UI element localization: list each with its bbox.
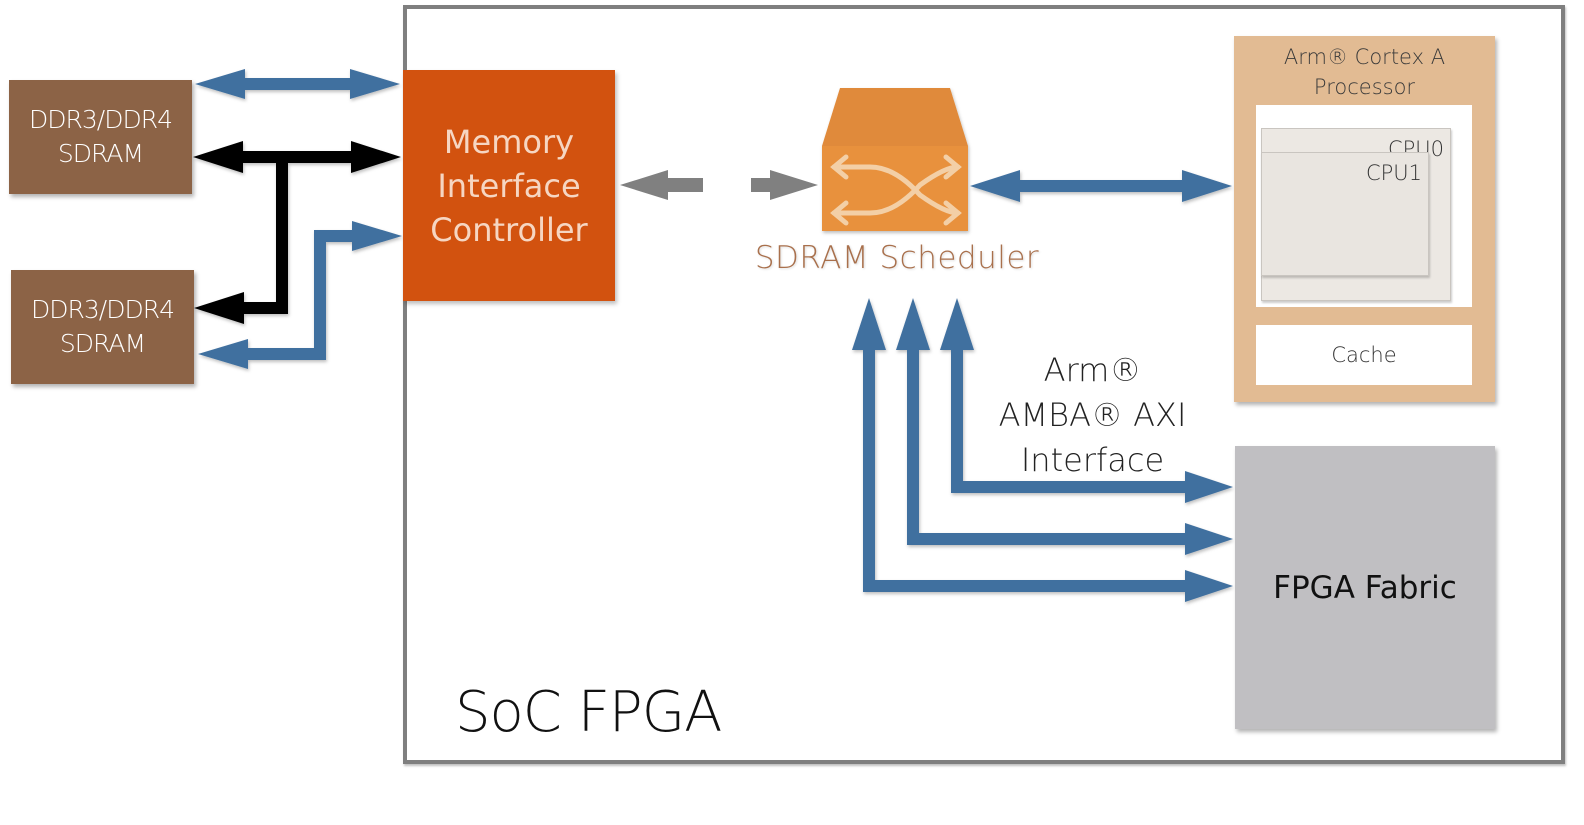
sdram-scheduler-icon xyxy=(822,88,968,231)
sdram1-controller-arrow xyxy=(195,69,400,99)
scheduler-processor-arrow xyxy=(970,170,1232,202)
sdram-label: SDRAM xyxy=(57,139,144,168)
fpga-fabric-label: FPGA Fabric xyxy=(1273,569,1457,606)
sdram-type-label: DDR3/DDR4 xyxy=(29,105,173,134)
axi-label-line: Interface xyxy=(1020,441,1165,479)
axi-arrow-2 xyxy=(896,298,1233,555)
controller-label-line: Interface xyxy=(437,166,581,205)
cpu-area: CPU0 CPU1 xyxy=(1256,105,1472,307)
axi-interface-label: Arm® AMBA® AXI Interface xyxy=(985,348,1200,483)
sdram-module-2: DDR3/DDR4 SDRAM xyxy=(11,270,194,384)
sdram-module-1: DDR3/DDR4 SDRAM xyxy=(9,80,192,194)
axi-label-line: Arm® xyxy=(1043,351,1142,389)
axi-arrow-3 xyxy=(940,298,1233,503)
cpu1-label: CPU1 xyxy=(1365,161,1422,185)
arm-processor-block: Arm® Cortex A Processor CPU0 CPU1 Cache xyxy=(1234,36,1495,402)
arm-title-line: Arm® Cortex A xyxy=(1283,45,1446,69)
soc-fpga-label: SoC FPGA xyxy=(455,680,722,745)
controller-label-line: Controller xyxy=(430,210,588,249)
sdram2-controller-arrow xyxy=(198,221,402,369)
cpu1-block: CPU1 xyxy=(1261,152,1429,276)
sdram-label: SDRAM xyxy=(59,329,146,358)
controller-label-line: Memory xyxy=(443,122,575,161)
sdram-scheduler-label: SDRAM Scheduler xyxy=(754,240,1040,276)
shared-bus-arrow xyxy=(193,141,401,324)
arm-processor-title: Arm® Cortex A Processor xyxy=(1234,42,1495,102)
cpu0-block: CPU0 CPU1 xyxy=(1261,128,1451,301)
axi-arrow-1 xyxy=(852,298,1233,602)
sdram-type-label: DDR3/DDR4 xyxy=(31,295,175,324)
arm-title-line: Processor xyxy=(1313,75,1416,99)
cache-block: Cache xyxy=(1256,325,1472,385)
axi-label-line: AMBA® AXI xyxy=(998,396,1187,434)
memory-interface-controller: Memory Interface Controller xyxy=(403,70,615,301)
fpga-fabric-block: FPGA Fabric xyxy=(1235,446,1495,729)
controller-scheduler-arrow xyxy=(620,170,818,200)
